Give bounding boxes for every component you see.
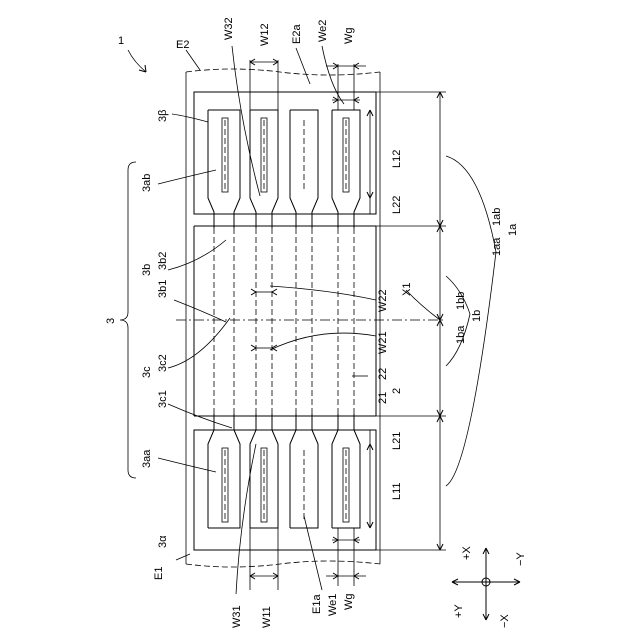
label-w32: W32 (223, 17, 235, 40)
label-wg-top: Wg (343, 28, 355, 45)
label-1ab: 1ab (491, 208, 503, 226)
wg-bottom-extension (338, 528, 354, 586)
label-e1: E1 (153, 567, 165, 580)
label-e2: E2 (176, 39, 189, 51)
w12-extension (250, 60, 278, 110)
label-l21: L21 (391, 432, 403, 450)
label-2: 2 (391, 388, 403, 394)
label-l22: L22 (391, 196, 403, 214)
label-3c1: 3c1 (157, 390, 169, 408)
label-w12: W12 (259, 23, 271, 46)
brace-3 (120, 162, 136, 478)
axis-minus-y-label: −Y (515, 552, 527, 566)
label-w22: W22 (377, 289, 389, 312)
label-1a: 1a (507, 223, 519, 236)
label-we1: We1 (327, 594, 339, 616)
label-3: 3 (105, 318, 117, 324)
label-1aa: 1aa (491, 237, 503, 256)
label-3c: 3c (141, 366, 153, 378)
label-1b: 1b (471, 310, 483, 322)
axis-plus-x-label: +X (461, 546, 473, 560)
label-l12: L12 (391, 150, 403, 168)
middle-region (194, 226, 376, 416)
strip-top-break (186, 69, 380, 75)
label-3b1: 3b1 (157, 280, 169, 298)
label-22: 22 (377, 368, 389, 380)
label-we2: We2 (317, 20, 329, 42)
label-3aa: 3aa (141, 449, 153, 468)
middle-traces (214, 228, 354, 414)
label-wg-bottom: Wg (343, 594, 355, 611)
label-w31: W31 (231, 605, 243, 628)
label-e1a: E1a (311, 594, 323, 614)
label-3ab: 3ab (141, 174, 153, 192)
label-3c2: 3c2 (157, 354, 169, 372)
bottom-pads (208, 414, 360, 528)
axis-minus-x-label: −X (499, 614, 511, 628)
label-3alpha: 3α (157, 535, 169, 548)
strip-bottom-break (186, 561, 380, 567)
axis-plus-y-label: +Y (453, 604, 465, 618)
label-e2a: E2a (291, 24, 303, 44)
label-3b: 3b (141, 264, 153, 276)
label-21: 21 (377, 392, 389, 404)
label-x1: X1 (401, 283, 413, 296)
figure-number-leader (128, 50, 146, 72)
right-extension-lines (376, 92, 446, 550)
label-w21: W21 (377, 331, 389, 354)
label-1bb: 1bb (455, 292, 467, 310)
label-3beta: 3β (157, 110, 169, 122)
label-1ba: 1ba (455, 325, 467, 344)
label-l11: L11 (391, 482, 403, 500)
label-3b2: 3b2 (157, 252, 169, 270)
figure-number: 1 (118, 35, 124, 47)
wg-top-extension (338, 64, 354, 110)
label-w11: W11 (261, 606, 273, 628)
top-pads (208, 110, 360, 228)
w11-extension (250, 528, 278, 590)
